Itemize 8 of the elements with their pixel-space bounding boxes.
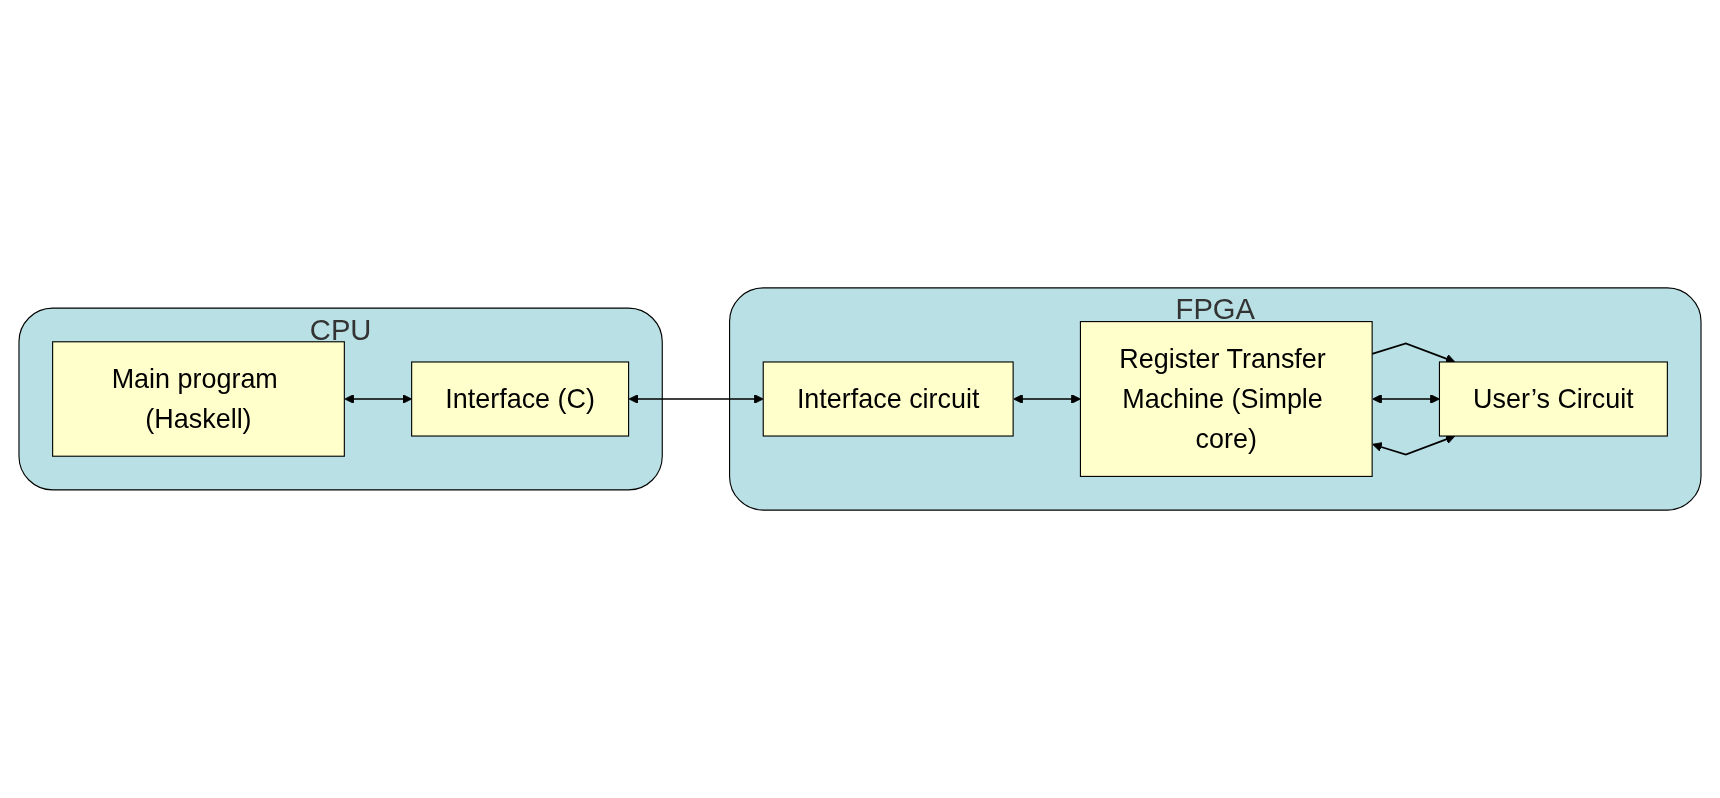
node-box: Interface circuit <box>762 361 1014 437</box>
arrow <box>1372 394 1440 404</box>
arrow <box>1013 394 1081 404</box>
node-box: Register Transfer Machine (Simple core) <box>1079 321 1373 477</box>
arrow <box>628 394 764 404</box>
node-box: Main program (Haskell) <box>52 341 345 457</box>
node-box: User’s Circuit <box>1438 361 1668 437</box>
node-box: Interface (C) <box>411 361 630 437</box>
